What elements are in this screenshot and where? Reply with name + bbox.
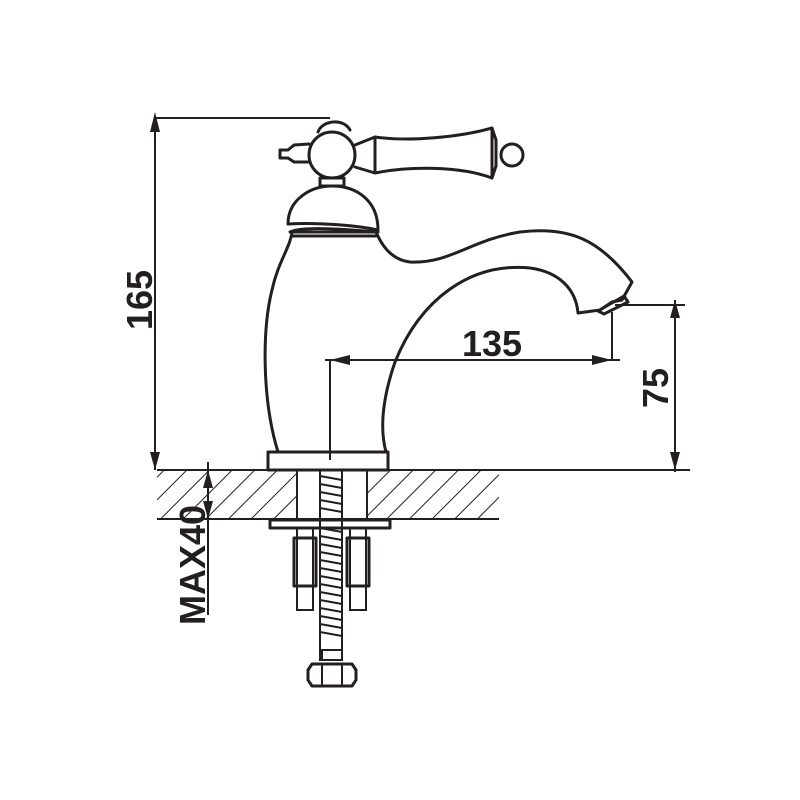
dimension-label-135: 135 [462,323,522,364]
countertop-section [157,469,690,520]
dimension-spout-height-75: 75 [615,300,685,472]
faucet-body [263,120,634,472]
dimension-reach-135: 135 [325,312,620,460]
dimension-height-165: 165 [119,112,330,470]
dimension-label-165: 165 [119,270,160,330]
dimension-label-max40: MAX40 [172,505,213,625]
dimension-label-75: 75 [635,368,676,408]
mounting-hardware [268,469,392,688]
dimension-max-thickness-40: MAX40 [172,462,213,625]
